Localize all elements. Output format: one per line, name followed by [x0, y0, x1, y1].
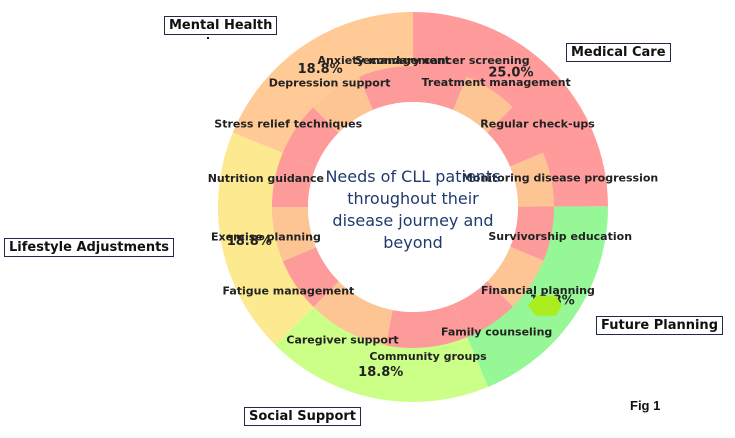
- inner-slice: [282, 247, 339, 307]
- subcategory-label: Regular check-ups: [480, 117, 595, 130]
- highlight-shape: [527, 295, 562, 316]
- subcategory-label: Nutrition guidance: [208, 172, 324, 185]
- center-text-line: throughout their: [347, 189, 479, 208]
- inner-slice: [282, 107, 339, 167]
- category-label-lifestyle-adjustments: Lifestyle Adjustments: [4, 238, 175, 257]
- outer-slice-lifestyle-adjustments: [218, 132, 315, 346]
- subcategory-label: Family counseling: [441, 326, 552, 339]
- subcategory-label: Stress relief techniques: [214, 118, 362, 131]
- subcategory-label: Financial planning: [481, 284, 595, 297]
- subcategory-label: Survivorship education: [488, 230, 632, 243]
- outer-slice-medical-care: [413, 12, 608, 207]
- percent-label: 18.8%: [227, 234, 272, 249]
- subcategory-label: Exercise planning: [211, 230, 321, 243]
- percent-label: 25.0%: [488, 66, 533, 81]
- inner-slice: [453, 76, 513, 133]
- center-text-line: Needs of CLL patients: [325, 167, 501, 186]
- inner-slice: [272, 207, 317, 262]
- center-text: Needs of CLL patients throughout their d…: [305, 166, 521, 254]
- small-dot: [207, 37, 209, 39]
- subcategory-label: Depression support: [269, 76, 391, 89]
- inner-slice: [453, 281, 513, 338]
- category-label-medical-care: Medical Care: [566, 43, 671, 62]
- subcategory-label: Caregiver support: [286, 333, 398, 346]
- subcategory-label: Secondary cancer screening: [355, 54, 530, 67]
- inner-slice: [313, 76, 373, 133]
- subcategory-label: Treatment management: [422, 76, 571, 89]
- inner-slice: [272, 153, 316, 208]
- center-text-line: disease journey and: [332, 211, 494, 230]
- highlight-marker: [527, 295, 562, 316]
- inner-slice: [487, 246, 544, 307]
- center-hole: [308, 102, 518, 312]
- inner-slice: [385, 303, 468, 348]
- category-label-future-planning: Future Planning: [596, 316, 723, 335]
- category-label-mental-health: Mental Health: [164, 16, 278, 35]
- outer-slice-mental-health: [232, 12, 413, 154]
- percent-label: 18.8%: [358, 365, 403, 380]
- category-label-social-support: Social Support: [244, 407, 361, 426]
- inner-slice: [510, 206, 554, 261]
- subcategory-label: Monitoring disease progression: [462, 171, 658, 184]
- subcategory-label: Anxiety management: [318, 54, 450, 67]
- inner-slice: [509, 152, 554, 207]
- inner-ring: [272, 66, 554, 348]
- percent-label: 18.8%: [298, 62, 343, 77]
- inner-slice: [313, 281, 393, 346]
- inner-slice: [359, 66, 413, 111]
- outer-slice-social-support: [275, 306, 489, 402]
- subcategory-label: Community groups: [369, 350, 487, 363]
- inner-slice: [413, 66, 467, 110]
- center-text-line: beyond: [383, 233, 443, 252]
- inner-slice: [487, 107, 544, 167]
- figure-label: Fig 1: [630, 398, 661, 413]
- subcategory-label: Fatigue management: [222, 285, 354, 298]
